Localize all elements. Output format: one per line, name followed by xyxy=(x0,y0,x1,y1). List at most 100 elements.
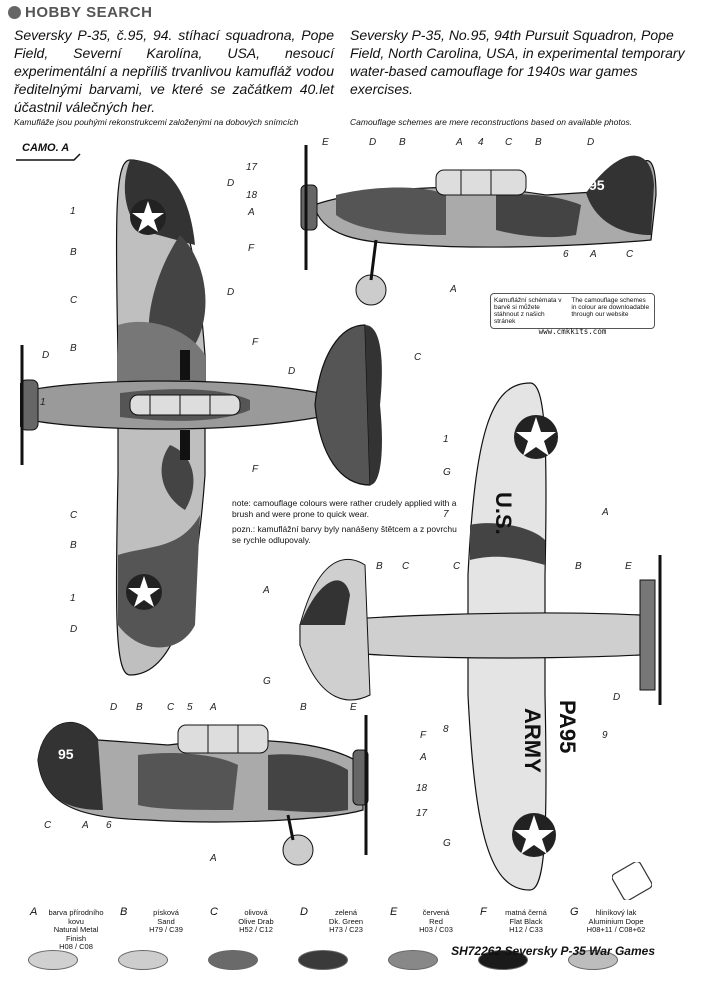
side-callout: D xyxy=(369,137,377,148)
top-callout: F xyxy=(252,337,259,348)
side-callout: D xyxy=(587,137,595,148)
side-callout: B xyxy=(535,137,542,148)
legend-letter: A xyxy=(30,906,38,918)
legend-code: H08+11 / C08+62 xyxy=(586,925,646,934)
rear-callout: A xyxy=(420,752,427,763)
top-callout: C xyxy=(70,510,78,521)
top-view-aircraft xyxy=(20,159,382,676)
top-callout: D xyxy=(288,366,296,377)
watermark-text: HOBBY SEARCH xyxy=(25,4,153,21)
side-callout: 17 xyxy=(246,162,258,173)
side-callout: B xyxy=(399,137,406,148)
side-view-aircraft xyxy=(300,145,657,306)
remark-czech: pozn.: kamuflážní barvy byly nanášeny št… xyxy=(232,524,457,545)
bottom-callout: C xyxy=(453,561,461,572)
top-callout: D xyxy=(42,350,50,361)
bottom-callout: B xyxy=(376,561,383,572)
camo-label: CAMO. A xyxy=(22,142,70,154)
bottom-callout: 8 xyxy=(443,724,449,735)
rear-callout: F xyxy=(420,730,427,741)
legend-czech-name: matná černá xyxy=(505,908,547,917)
kit-title-footer: SH72262 Seversky P-35 War Games xyxy=(451,944,655,958)
rear-side-view-aircraft xyxy=(37,715,369,866)
bottom-view-aircraft xyxy=(299,382,662,891)
side-callout: 18 xyxy=(246,190,258,201)
bottom-callout: C xyxy=(402,561,410,572)
legend-code: H08 / C08 xyxy=(59,942,93,951)
wing-us-marking: U.S. xyxy=(491,492,516,535)
legend-letter: E xyxy=(390,906,398,918)
bottom-callout: G xyxy=(443,838,451,849)
legend-swatch xyxy=(208,950,258,970)
rear-callout: C xyxy=(44,820,52,831)
gunze-sangyo-logo-icon xyxy=(612,862,652,900)
legend-code: H73 / C23 xyxy=(329,925,363,934)
info-czech: Kamuflážní schémata v barvě si můžete st… xyxy=(494,297,562,325)
side-callout: C xyxy=(626,249,634,260)
legend-czech-name: písková xyxy=(153,908,179,917)
bottom-callout: G xyxy=(443,467,451,478)
legend-code: H79 / C39 xyxy=(149,925,183,934)
hobby-search-logo-icon xyxy=(8,6,21,19)
top-callout: 1 xyxy=(70,593,76,604)
wing-army-marking: ARMY xyxy=(520,708,545,773)
legend-swatch xyxy=(478,950,528,970)
rear-callout: A xyxy=(210,853,217,864)
rear-callout: A xyxy=(210,702,217,713)
intro-czech: Seversky P-35, č.95, 94. stíhací squadro… xyxy=(14,27,334,115)
website-link[interactable]: www.cmkkits.com xyxy=(538,327,607,336)
legend-english-name: Olive Drab xyxy=(238,916,274,926)
legend-swatch xyxy=(388,950,438,970)
rear-callout: B xyxy=(136,702,143,713)
rear-callout: D xyxy=(110,702,118,713)
top-callout: B xyxy=(70,343,77,354)
legend-english-name: Flat Black xyxy=(509,916,543,926)
legend-code: H03 / C03 xyxy=(419,925,453,934)
legend-english-name: Sand xyxy=(157,916,175,926)
side-callout: F xyxy=(248,243,255,254)
legend-english-name: Natural Metal Finish xyxy=(53,925,99,943)
legend-swatch xyxy=(28,950,78,970)
bottom-callout: D xyxy=(613,692,621,703)
legend-english-name: Red xyxy=(429,916,443,926)
legend-letter: B xyxy=(120,906,128,918)
legend-english-name: Aluminium Dope xyxy=(588,916,644,926)
remark-english: note: camouflage colours were rather cru… xyxy=(232,498,457,519)
legend-czech-name: barva přírodního kovu xyxy=(48,908,104,926)
side-callout: 4 xyxy=(478,137,484,148)
bottom-callout: 9 xyxy=(602,730,608,741)
top-callout: C xyxy=(70,295,78,306)
rear-callout: 17 xyxy=(416,808,428,819)
legend-letter: F xyxy=(480,906,487,918)
top-callout: C xyxy=(414,352,422,363)
side-callout: E xyxy=(322,137,329,148)
bottom-callout: B xyxy=(575,561,582,572)
legend-letter: G xyxy=(570,906,579,918)
rear-callout: 18 xyxy=(416,783,428,794)
tail-number-rear: 95 xyxy=(58,746,74,762)
rear-callout: A xyxy=(82,820,89,831)
legend-czech-name: hliníkový lak xyxy=(595,908,637,917)
note-czech: Kamufláže jsou pouhými rekonstrukcemi za… xyxy=(14,117,299,127)
top-callout: D xyxy=(227,178,235,189)
legend-letter: C xyxy=(210,906,218,918)
legend-swatch xyxy=(568,950,618,970)
legend-swatch xyxy=(118,950,168,970)
hobby-search-watermark: HOBBY SEARCH xyxy=(8,4,152,21)
legend-czech-name: zelená xyxy=(334,908,358,917)
bottom-callout: 7 xyxy=(443,509,449,520)
download-info-box: Kamuflážní schémata v barvě si můžete st… xyxy=(490,293,655,336)
bottom-callout: 1 xyxy=(443,434,449,445)
side-callout: A xyxy=(590,249,597,260)
rear-callout: C xyxy=(167,702,175,713)
bottom-callout: E xyxy=(625,561,632,572)
legend-czech-name: olivová xyxy=(244,908,268,917)
legend-english-name: Dk. Green xyxy=(328,916,364,926)
